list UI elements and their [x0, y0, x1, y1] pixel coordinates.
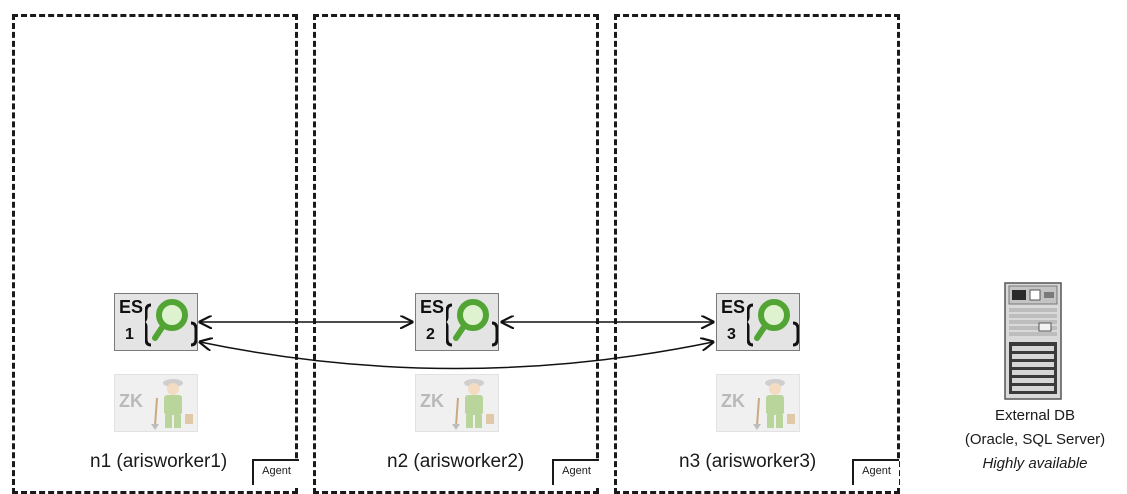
zk-icon-1: ZK — [114, 374, 198, 432]
node-label-n3: n3 (arisworker3) — [679, 451, 817, 472]
magnifier-icon — [747, 299, 799, 347]
es-connections — [0, 0, 1127, 370]
es-label: ES — [420, 297, 445, 317]
node-label-n2: n2 (arisworker2) — [387, 451, 525, 472]
zk-label: ZK — [119, 391, 143, 411]
external-db-status: Highly available — [982, 455, 1088, 472]
zookeeper-icon — [151, 379, 193, 430]
zk-icon-2: ZK — [415, 374, 499, 432]
agent-tag-n3: Agent — [852, 459, 899, 485]
zookeeper-icon — [753, 379, 795, 430]
es-number: 2 — [426, 326, 435, 343]
es-icon-1: ES 1 — [114, 293, 198, 351]
external-db-title: External DB — [994, 407, 1076, 424]
zookeeper-icon — [452, 379, 494, 430]
zk-label: ZK — [420, 391, 444, 411]
es-number: 3 — [727, 326, 736, 343]
es-label: ES — [119, 297, 144, 317]
es-label: ES — [721, 297, 746, 317]
external-db-detail: (Oracle, SQL Server) — [964, 431, 1106, 448]
magnifier-icon — [145, 299, 197, 347]
zk-icon-3: ZK — [716, 374, 800, 432]
es-number: 1 — [125, 326, 134, 343]
node-label-n1: n1 (arisworker1) — [90, 451, 228, 472]
link-es1-es3 — [200, 342, 713, 370]
agent-tag-n2: Agent — [552, 459, 599, 485]
agent-tag-n1: Agent — [252, 459, 299, 485]
zk-label: ZK — [721, 391, 745, 411]
es-icon-3: ES 3 — [716, 293, 800, 351]
database-server-icon — [1004, 282, 1062, 400]
